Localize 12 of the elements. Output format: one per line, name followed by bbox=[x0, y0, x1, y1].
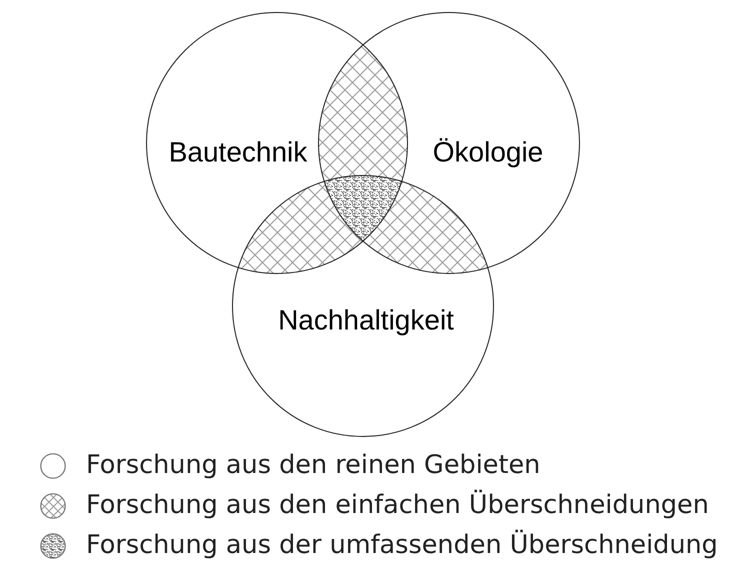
crosshatched-lens bbox=[318, 44, 408, 182]
legend-text: Forschung aus den reinen Gebieten bbox=[86, 451, 540, 481]
circle-label: Ökologie bbox=[432, 138, 544, 168]
venn-circle bbox=[232, 175, 494, 437]
circle-label: Nachhaltigkeit bbox=[278, 306, 454, 336]
crosshatched-lens bbox=[238, 181, 363, 274]
circle-label: Bautechnik bbox=[168, 138, 308, 168]
legend-text: Forschung aus den einfachen Überschneidungen bbox=[86, 491, 709, 521]
stippled-center bbox=[324, 175, 402, 242]
legend-text: Forschung aus der umfassenden Überschneidung bbox=[86, 531, 718, 561]
venn-circle bbox=[318, 12, 580, 274]
venn-circle bbox=[146, 12, 408, 274]
